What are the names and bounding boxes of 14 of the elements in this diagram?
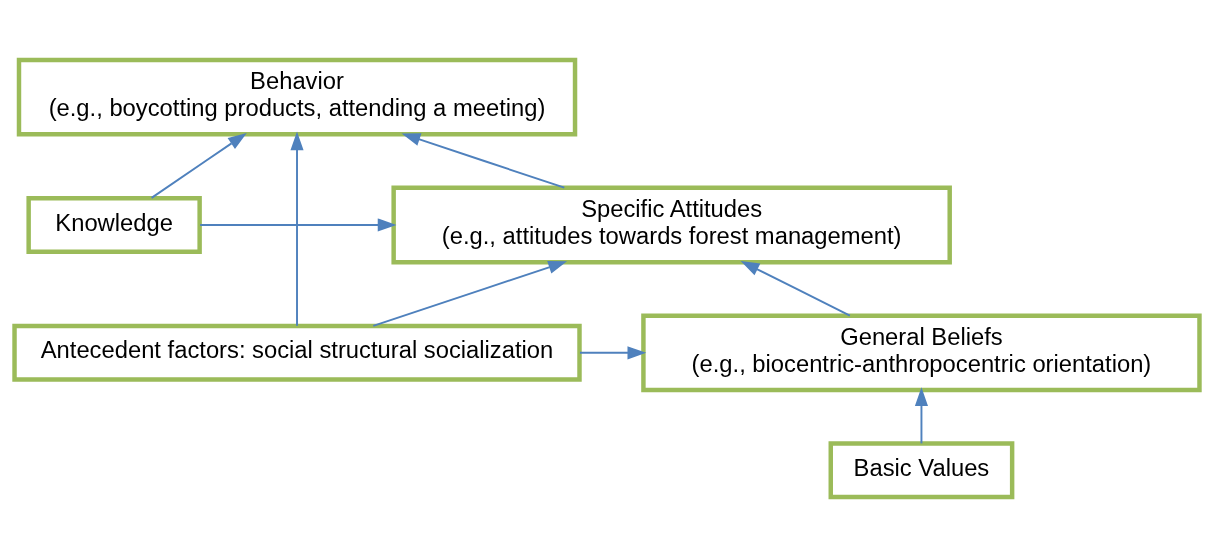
arrow [372,261,568,327]
arrow [401,133,566,189]
arrow [290,131,304,327]
arrow [150,132,247,199]
arrow [199,218,397,232]
node-box: Antecedent factors: social structural socialization [12,323,582,382]
node-box: Specific Attitudes (e.g., attitudes towards forest management) [391,185,952,265]
arrow [740,260,851,317]
node-box: General Beliefs (e.g., biocentric-anthropocentric orientation) [641,313,1202,393]
arrow [579,346,647,360]
arrow [914,387,928,445]
node-box: Behavior (e.g., boycotting products, attending a meeting) [16,57,578,137]
node-box: Knowledge [26,196,202,254]
node-box: Basic Values [828,441,1015,500]
